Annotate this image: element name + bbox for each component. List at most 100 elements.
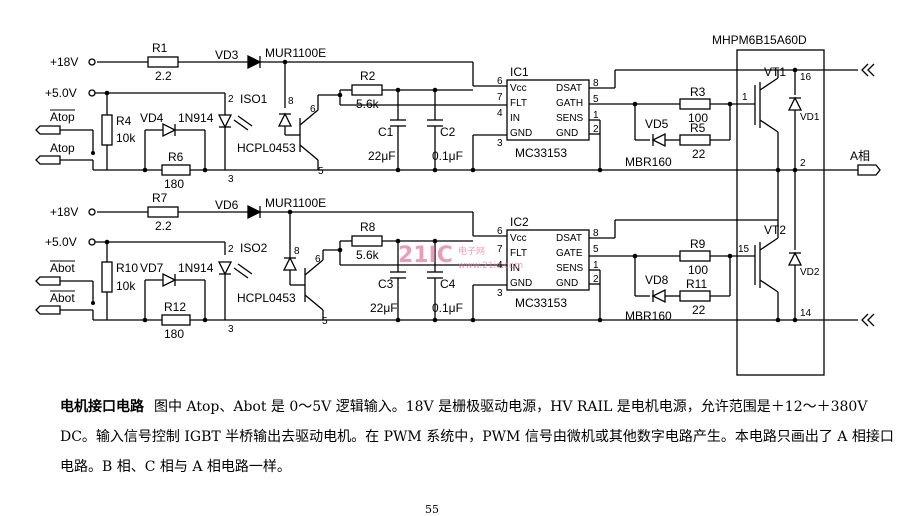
label-r12-value: 180 [164, 327, 184, 341]
resistor-r7 [147, 206, 179, 218]
label-ic2-gate: GATE [556, 248, 583, 259]
label-mc1: MC33153 [515, 146, 567, 160]
label-r12: R12 [164, 300, 186, 314]
watermark-logo: 21IC [398, 243, 453, 268]
label-ic2-sens: SENS [556, 263, 584, 274]
label-plus18v-bottom: +18V [50, 205, 78, 219]
label-r11: R11 [686, 277, 707, 291]
label-vd3-part: MUR1100E [265, 46, 326, 60]
label-hcpl2: HCPL0453 [237, 291, 296, 305]
label-r8-value: 5.6k [356, 248, 380, 262]
label-r8: R8 [360, 220, 376, 234]
label-abot-2: Abot [50, 291, 75, 305]
resistor-r10 [101, 261, 113, 293]
label-iso1-pin3: 3 [228, 174, 234, 185]
label-vt2: VT2 [764, 223, 786, 237]
label-iso2-pin3: 3 [228, 324, 234, 335]
label-atop-2: Atop [50, 141, 75, 155]
label-c2-value: 0.1μF [432, 149, 463, 163]
label-iso1: ISO1 [240, 92, 268, 106]
label-iso2: ISO2 [240, 241, 268, 255]
label-ic1-pin2: 2 [593, 124, 599, 135]
label-vd5: VD5 [645, 117, 669, 131]
label-abot-1: Abot [50, 261, 75, 275]
watermark-url: www.21ic.com [458, 261, 523, 271]
resistor-r3 [679, 98, 711, 110]
label-vd2: VD2 [800, 267, 820, 278]
label-r6: R6 [168, 150, 184, 164]
label-r2-value: 5.6k [356, 97, 380, 111]
label-ic2-in: IN [510, 263, 520, 274]
label-ic2-pin3: 3 [497, 288, 503, 299]
label-r7-value: 2.2 [155, 219, 172, 233]
label-iso2-pin2: 2 [228, 244, 234, 255]
label-plus5v-bottom: +5.0V [45, 235, 77, 249]
label-plus5v-top: +5.0V [45, 86, 77, 100]
label-c2: C2 [440, 125, 456, 139]
label-c1-value: 22μF [368, 149, 396, 163]
label-r4-value: 10k [116, 131, 136, 145]
resistor-r9 [679, 250, 711, 262]
label-vd3: VD3 [215, 48, 239, 62]
label-hcpl1-pin8: 8 [288, 96, 294, 107]
label-ic2-vcc: Vcc [510, 233, 527, 244]
ic2-mc33153 [506, 229, 590, 291]
label-ic2-flt: FLT [510, 248, 527, 259]
label-ic1-pin5: 5 [593, 94, 599, 105]
diode-vd3 [247, 54, 262, 70]
igbt-module [736, 49, 825, 376]
label-r10-value: 10k [116, 279, 136, 293]
label-c4: C4 [440, 277, 456, 291]
resistor-r1 [147, 56, 179, 68]
caption-title: 电机接口电路 [60, 399, 144, 415]
label-ic2-gnd: GND [510, 278, 532, 289]
label-mbr2: MBR160 [625, 309, 672, 323]
label-r2: R2 [360, 69, 376, 83]
label-vd8: VD8 [645, 273, 669, 287]
label-hcpl1-pin6: 6 [310, 104, 316, 115]
label-ic2-pin4: 4 [497, 260, 503, 271]
label-c4-value: 0.1μF [432, 301, 463, 315]
watermark-site: 电子网 [458, 245, 485, 257]
motor-interface-schematic: +18V +5.0V Atop Atop R1 2.2 VD3 MUR1100E… [35, 33, 881, 376]
label-plus18v-top: +18V [50, 55, 78, 69]
label-c3-value: 22μF [370, 301, 398, 315]
label-ic2-gnd2: GND [556, 278, 578, 289]
label-ic1-in: IN [510, 113, 520, 124]
label-vd4-part: 1N914 [178, 111, 214, 125]
caption-text: 图中 Atop、Abot 是 0～5V 逻辑输入。18V 是栅极驱动电源，HV … [60, 399, 894, 475]
label-pin2-mod: 2 [800, 158, 806, 169]
label-hcpl1: HCPL0453 [237, 141, 296, 155]
label-ic1-vcc: Vcc [510, 83, 527, 94]
label-ic2-pin2: 2 [593, 274, 599, 285]
label-r9-value: 100 [688, 263, 708, 277]
label-mc2: MC33153 [515, 296, 567, 310]
label-ic1-pin6: 6 [497, 76, 503, 87]
label-phase-a: A相 [850, 149, 870, 163]
resistor-r12 [161, 314, 191, 326]
label-r11-value: 22 [692, 303, 706, 317]
label-vd6: VD6 [215, 198, 239, 212]
label-pin15: 15 [738, 244, 750, 255]
label-ic1-flt: FLT [510, 98, 527, 109]
label-c1: C1 [378, 125, 394, 139]
label-ic2-pin5: 5 [593, 244, 599, 255]
label-r1: R1 [152, 41, 168, 55]
resistor-r8 [351, 235, 383, 247]
label-ic2-pin6: 6 [497, 226, 503, 237]
label-ic1-pin4: 4 [497, 108, 503, 119]
label-ic1-gath: GATH [556, 98, 583, 109]
label-ic1-dsat: DSAT [556, 83, 582, 94]
label-vd7: VD7 [140, 261, 164, 275]
label-module: MHPM6B15A60D [712, 33, 807, 47]
label-ic1-pin1: 1 [593, 110, 599, 121]
resistor-r11 [679, 290, 711, 302]
label-r5: R5 [690, 121, 706, 135]
label-r3-value: 100 [688, 111, 708, 125]
label-mbr1: MBR160 [625, 155, 672, 169]
label-c3: C3 [378, 277, 394, 291]
label-vd7-part: 1N914 [178, 261, 214, 275]
resistor-r6 [161, 164, 191, 176]
label-vd6-part: MUR1100E [265, 196, 326, 210]
label-ic1-gnd2: GND [556, 128, 578, 139]
